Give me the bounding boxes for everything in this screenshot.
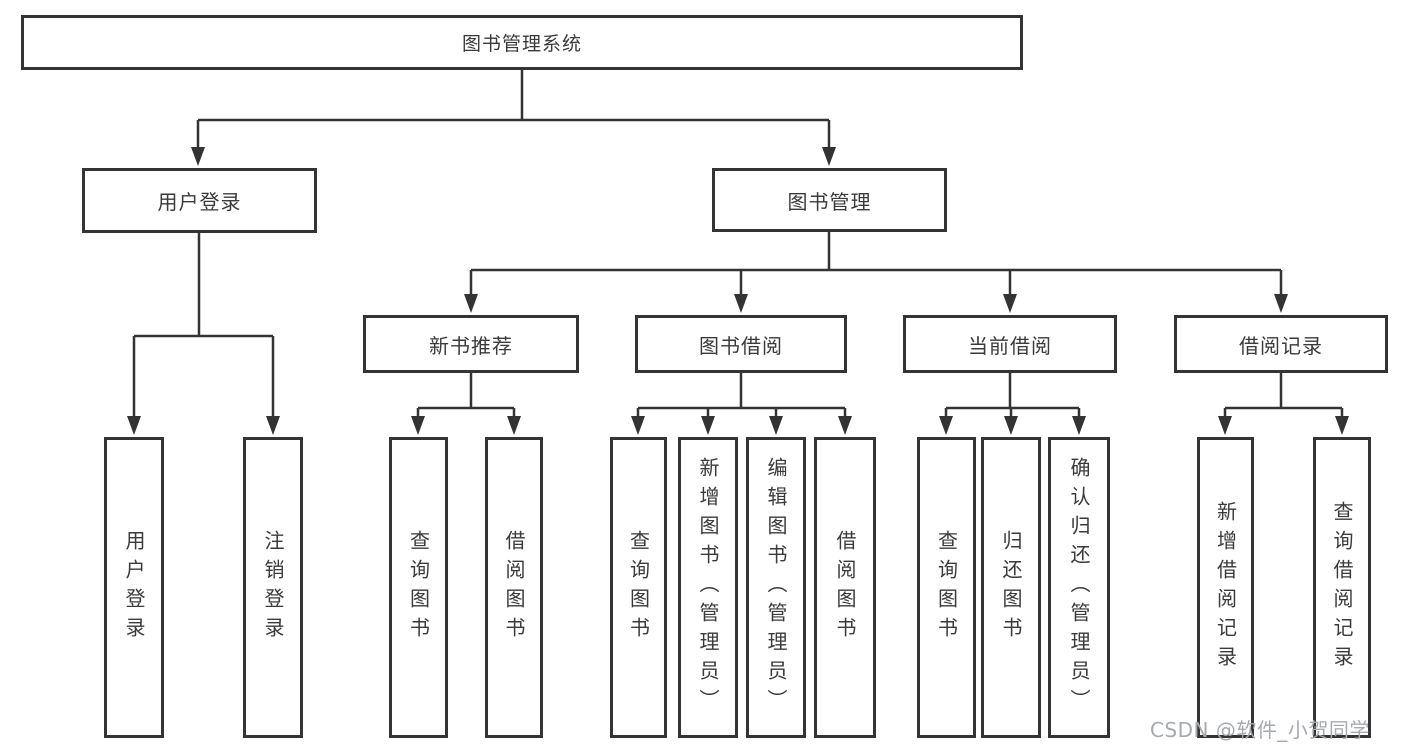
leaf-label: 查询图书 xyxy=(626,529,651,646)
leaf-label: 用户登录 xyxy=(122,529,146,646)
leaf-edit-books-admin: 编辑图书（管理员） xyxy=(746,437,806,738)
leaf-label: 编辑图书（管理员） xyxy=(764,457,788,718)
leaf-confirm-return-admin: 确认归还（管理员） xyxy=(1048,437,1110,738)
leaf-add-borrow-record: 新增借阅记录 xyxy=(1197,437,1254,738)
node-book-borrowing: 图书借阅 xyxy=(635,315,847,373)
leaf-borrow-books-recommend: 借阅图书 xyxy=(485,437,543,738)
leaf-label: 新增借阅记录 xyxy=(1213,500,1238,675)
node-book-management-branch: 图书管理 xyxy=(712,168,947,232)
leaf-label: 查询借阅记录 xyxy=(1330,500,1354,675)
leaf-borrow-books: 借阅图书 xyxy=(814,437,876,738)
leaf-label: 注销登录 xyxy=(261,529,285,646)
csdn-watermark: CSDN @软件_小贺同学 xyxy=(1150,718,1370,742)
leaf-query-books-recommend: 查询图书 xyxy=(389,437,448,738)
leaf-logout: 注销登录 xyxy=(243,437,303,738)
node-new-book-recommend: 新书推荐 xyxy=(363,315,579,373)
node-borrow-records: 借阅记录 xyxy=(1174,315,1388,373)
leaf-return-books: 归还图书 xyxy=(981,437,1041,738)
node-current-borrowing: 当前借阅 xyxy=(903,315,1117,373)
node-user-login-branch: 用户登录 xyxy=(82,168,317,233)
leaf-label: 查询图书 xyxy=(934,529,959,646)
leaf-query-books-borrowing: 查询图书 xyxy=(610,437,667,738)
leaf-label: 新增图书（管理员） xyxy=(696,457,720,718)
leaf-label: 借阅图书 xyxy=(833,529,857,646)
leaf-query-borrow-record: 查询借阅记录 xyxy=(1313,437,1371,738)
leaf-label: 确认归还（管理员） xyxy=(1067,457,1091,718)
leaf-user-login: 用户登录 xyxy=(104,437,164,738)
leaf-add-books-admin: 新增图书（管理员） xyxy=(678,437,738,738)
leaf-query-books-current: 查询图书 xyxy=(917,437,976,738)
leaf-label: 借阅图书 xyxy=(502,529,526,646)
node-root-system: 图书管理系统 xyxy=(21,15,1023,70)
leaf-label: 查询图书 xyxy=(406,529,431,646)
leaf-label: 归还图书 xyxy=(999,529,1023,646)
